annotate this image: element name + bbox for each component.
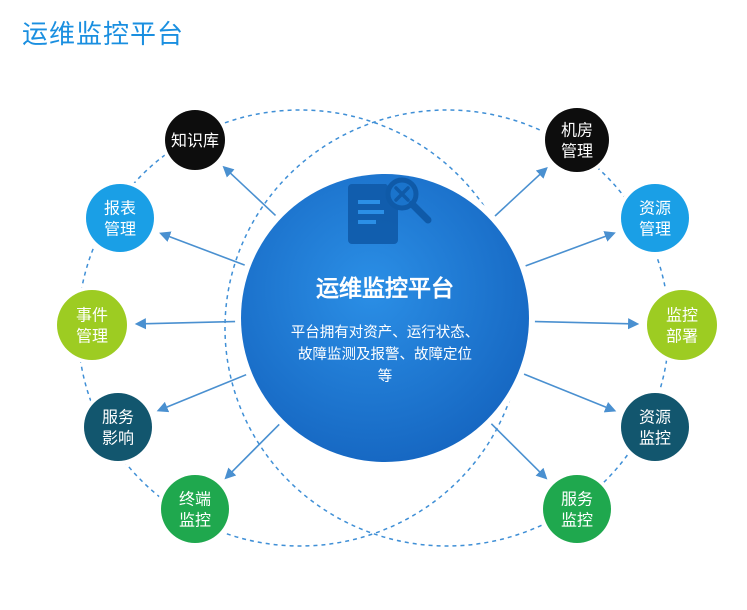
arrow-to-knowledge-base xyxy=(222,165,279,219)
node-label: 机房 xyxy=(561,121,593,140)
node-label: 管理 xyxy=(104,220,136,239)
arrow-to-service-impact xyxy=(156,372,251,413)
node-circle xyxy=(57,290,127,360)
node-label: 终端 xyxy=(179,490,211,509)
node-knowledge-base[interactable]: 知识库 xyxy=(161,106,229,174)
node-label: 报表 xyxy=(104,199,136,218)
node-label: 管理 xyxy=(639,220,671,239)
arrow-to-event-management xyxy=(134,318,240,330)
node-label: 监控 xyxy=(666,306,698,325)
arrow-to-service-monitoring xyxy=(487,420,548,480)
node-label: 资源 xyxy=(639,199,671,218)
node-circle xyxy=(86,184,154,252)
node-label: 服务 xyxy=(561,490,593,509)
node-circle xyxy=(161,475,229,543)
node-label: 监控 xyxy=(179,511,211,530)
node-label: 部署 xyxy=(666,327,698,346)
arrow-to-resource-monitoring xyxy=(520,371,617,413)
node-label: 监控 xyxy=(561,511,593,530)
node-label: 影响 xyxy=(102,429,134,448)
arrow-to-server-room-management xyxy=(491,167,548,220)
node-label: 监控 xyxy=(639,429,671,448)
node-label: 知识库 xyxy=(171,131,219,150)
node-circle xyxy=(647,290,717,360)
page-title: 运维监控平台 xyxy=(22,20,185,50)
node-label: 服务 xyxy=(102,408,134,427)
node-label: 资源 xyxy=(639,408,671,427)
node-circle xyxy=(84,393,152,461)
node-circle xyxy=(621,393,689,461)
connector-arrows xyxy=(134,165,640,480)
node-circle xyxy=(165,110,225,170)
arrow-to-monitoring-deployment xyxy=(530,318,640,330)
arrow-to-resource-management xyxy=(521,231,616,269)
hub-circle xyxy=(241,174,529,462)
node-circle xyxy=(621,184,689,252)
node-label: 事件 xyxy=(76,306,108,325)
node-label: 管理 xyxy=(561,142,593,161)
document-search-icon xyxy=(348,177,432,244)
arrow-to-report-management xyxy=(159,231,249,268)
arrow-to-terminal-monitoring xyxy=(224,420,283,480)
hub-description-line-1: 平台拥有对资产、运行状态、 xyxy=(291,324,480,341)
node-circle xyxy=(545,108,609,172)
hub-title: 运维监控平台 xyxy=(316,275,454,302)
hub-description-line-3: 等 xyxy=(378,367,393,385)
hub-description-line-2: 故障监测及报警、故障定位 xyxy=(298,345,472,363)
node-label: 管理 xyxy=(76,327,108,346)
node-circle xyxy=(543,475,611,543)
